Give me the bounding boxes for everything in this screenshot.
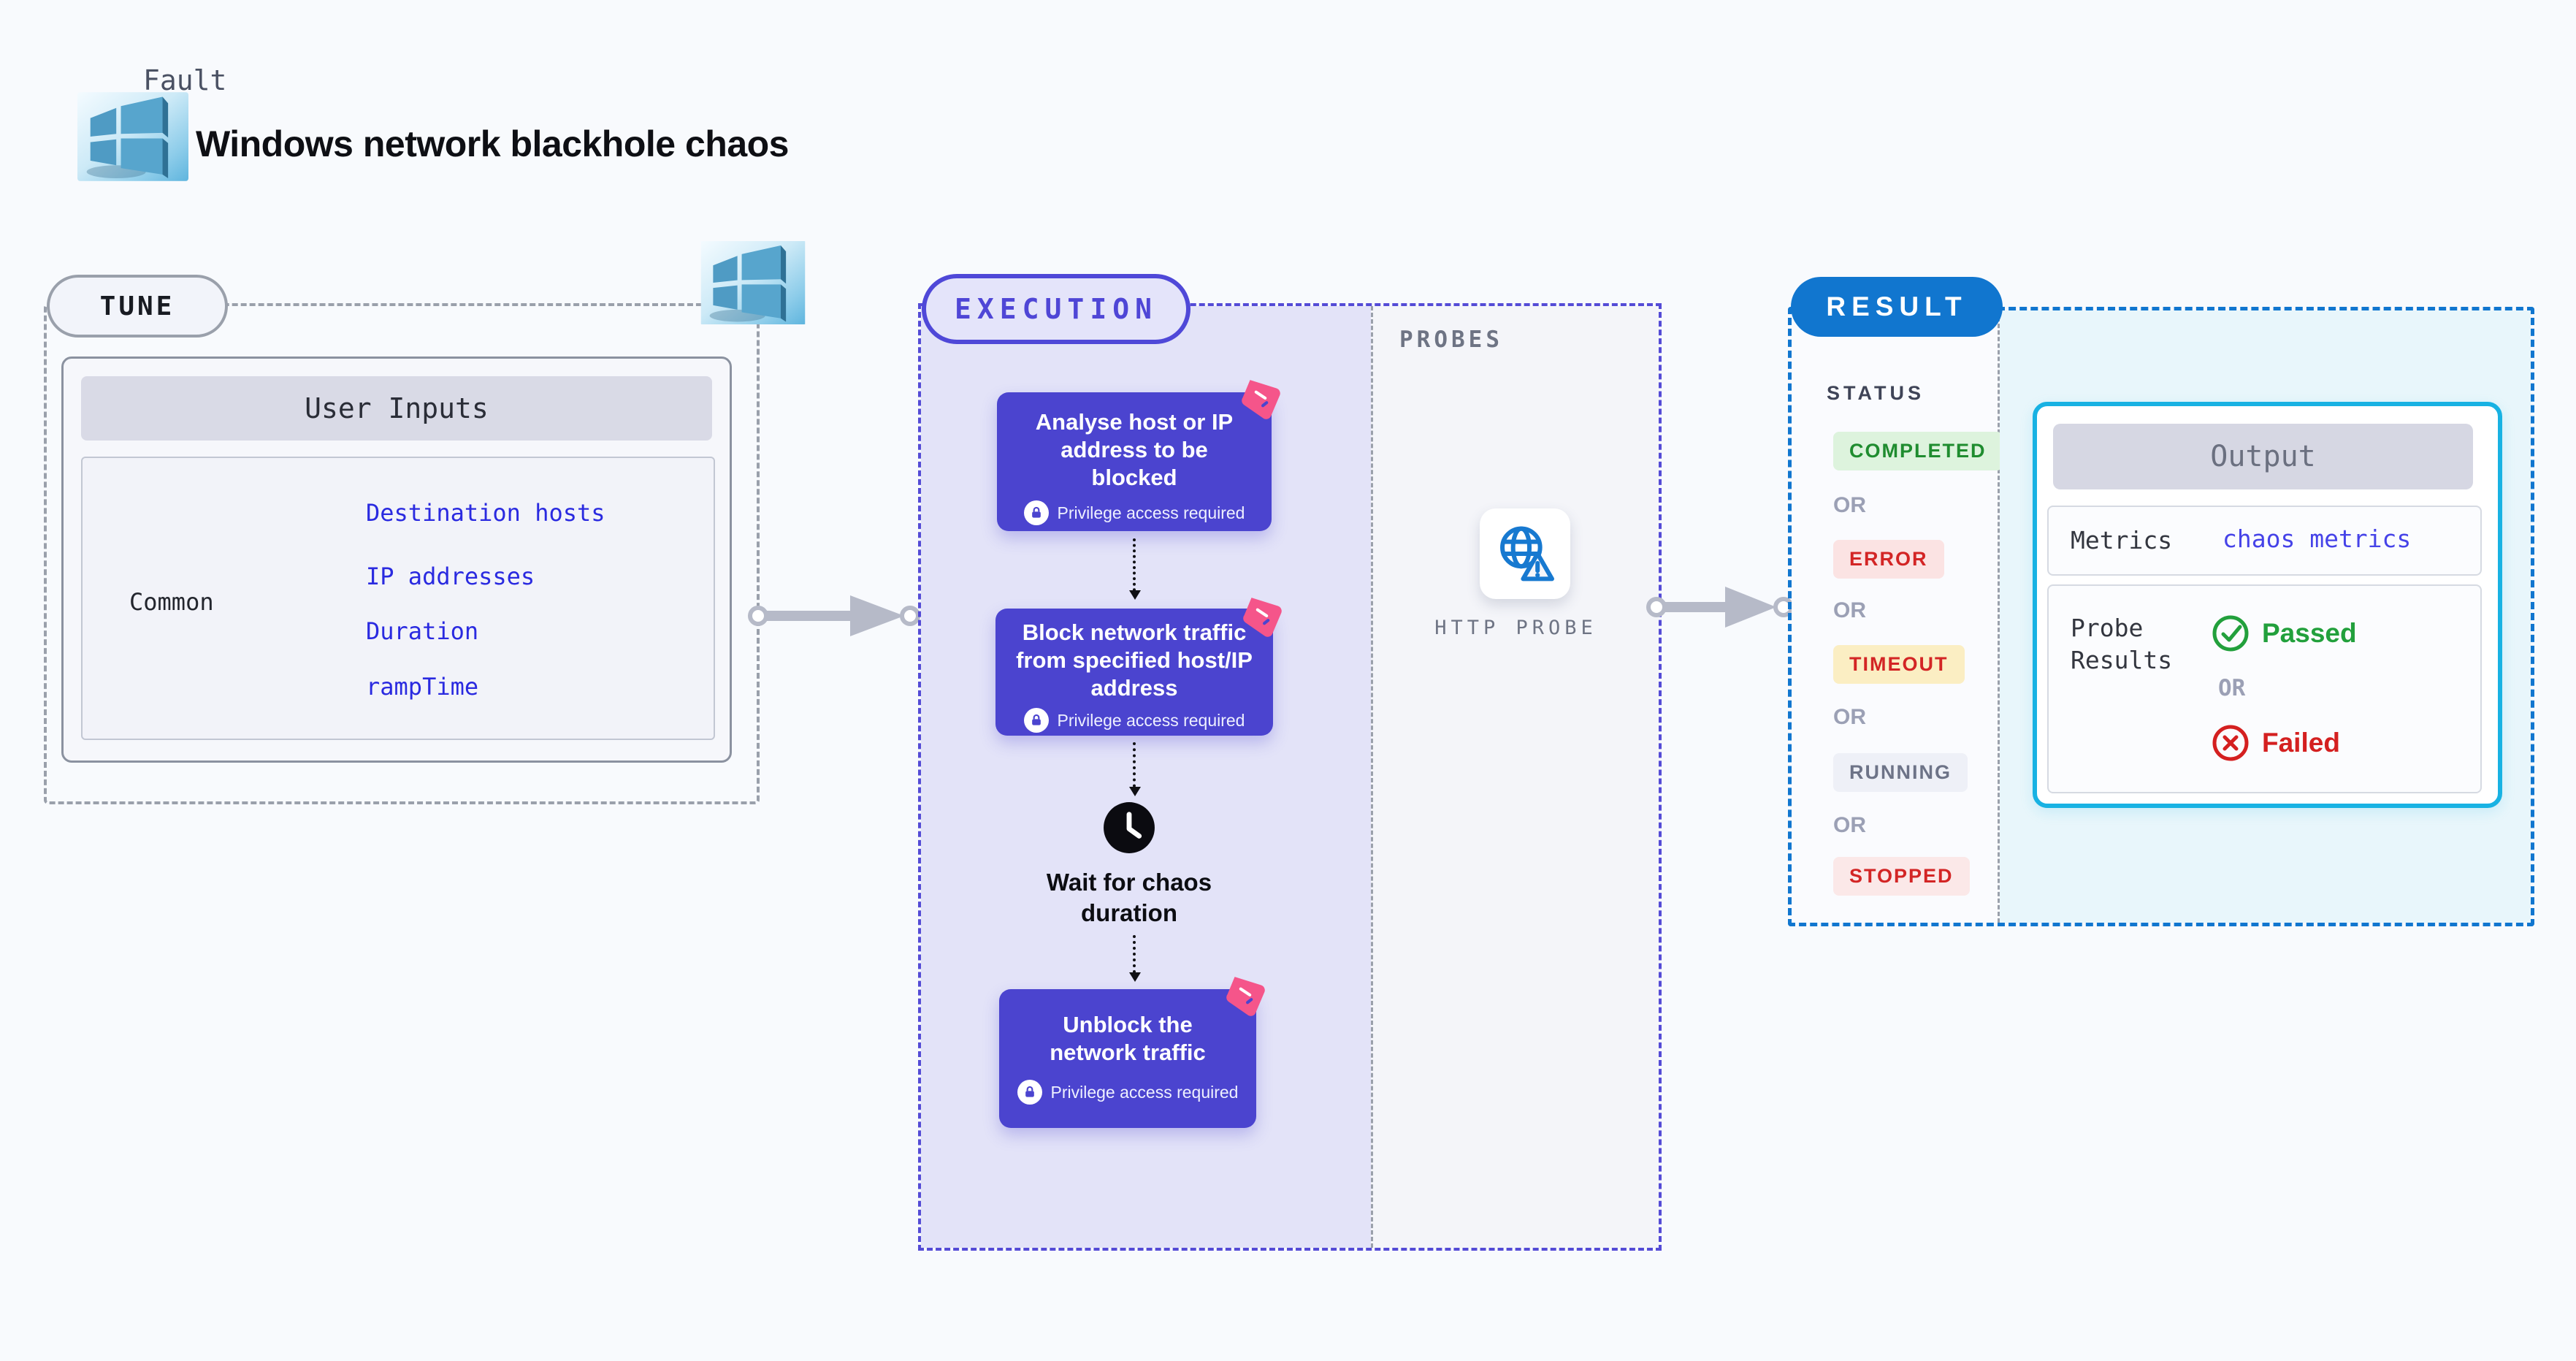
globe-warning-icon: [1500, 526, 1554, 582]
page-title: Windows network blackhole chaos: [196, 123, 790, 164]
x-circle-icon: [2212, 725, 2249, 761]
pink-ribbon-icon: [1243, 598, 1282, 637]
step-block-traffic[interactable]: Block network traffic from specified hos…: [995, 598, 1282, 736]
wait-step: Wait for chaos duration: [1038, 800, 1220, 929]
status-badge-stopped: STOPPED: [1833, 857, 1970, 896]
privilege-note: Privilege access required: [1057, 503, 1245, 522]
step-unblock-traffic[interactable]: Unblock the network traffic Privilege ac…: [999, 977, 1265, 1128]
http-probe-card[interactable]: [1480, 508, 1570, 599]
user-inputs-header-label: User Inputs: [305, 392, 489, 424]
flow-arrow-1: [1129, 538, 1141, 600]
clock-icon: [1104, 802, 1155, 853]
privilege-note: Privilege access required: [1057, 710, 1245, 730]
probes-heading: PROBES: [1399, 327, 1503, 353]
tune-pill: TUNE: [47, 275, 228, 338]
status-panel: STATUS COMPLETED OR ERROR OR TIMEOUT OR …: [1792, 310, 2003, 923]
tune-section: [44, 303, 760, 804]
step-title: Analyse host or IP address to be blocked: [1035, 409, 1234, 490]
metrics-row: Metrics chaos metrics: [2047, 506, 2482, 576]
result-pill-label: RESULT: [1826, 291, 1968, 321]
input-link-ip-addresses[interactable]: IP addresses: [366, 563, 535, 590]
lock-icon: [1023, 708, 1049, 733]
step-title: Block network traffic from specified hos…: [1016, 619, 1253, 701]
flow-arrow-3: [1129, 935, 1141, 982]
chaos-metrics-link[interactable]: chaos metrics: [2223, 525, 2412, 553]
status-badge-timeout: TIMEOUT: [1833, 645, 1965, 684]
probe-results-row: Probe Results Passed OR Failed: [2047, 584, 2482, 793]
result-pill: RESULT: [1791, 277, 2003, 337]
result-section: STATUS COMPLETED OR ERROR OR TIMEOUT OR …: [1788, 307, 2534, 926]
privilege-note: Privilege access required: [1050, 1082, 1239, 1102]
user-inputs-table: Common Destination hosts IP addresses Du…: [81, 457, 715, 740]
wait-step-title: Wait for chaos duration: [1046, 869, 1212, 926]
failed-label: Failed: [2262, 728, 2340, 758]
execution-pill: EXECUTION: [922, 274, 1190, 344]
or-separator: OR: [1833, 813, 1866, 837]
or-separator: OR: [1833, 705, 1866, 729]
step-title: Unblock the network traffic: [1050, 1012, 1206, 1065]
windows-logo: [77, 92, 188, 181]
execution-to-result-arrow: [1646, 587, 1794, 628]
flow-arrow-2: [1129, 742, 1141, 796]
windows-logo-small: [699, 241, 807, 324]
http-probe-label: HTTP PROBE: [1434, 617, 1597, 639]
status-heading: STATUS: [1827, 382, 1925, 404]
lock-icon: [1023, 500, 1049, 525]
lock-icon: [1017, 1080, 1042, 1105]
status-badge-completed: COMPLETED: [1833, 432, 2003, 470]
common-row-label: Common: [129, 588, 214, 616]
input-link-destination-hosts[interactable]: Destination hosts: [366, 499, 605, 527]
fault-kicker: Fault: [143, 64, 227, 96]
status-badge-error: ERROR: [1833, 540, 1944, 579]
input-link-ramptime[interactable]: rampTime: [366, 673, 479, 701]
output-header: Output: [2053, 424, 2473, 489]
step-analyse-host[interactable]: Analyse host or IP address to be blocked…: [997, 380, 1280, 531]
passed-label: Passed: [2262, 618, 2357, 648]
user-inputs-header: User Inputs: [81, 376, 712, 441]
probe-results-label: Probe Results: [2071, 614, 2173, 674]
pink-ribbon-icon: [1242, 380, 1280, 419]
probes-panel: PROBES HTTP PROBE: [1371, 306, 1659, 1248]
input-link-duration[interactable]: Duration: [366, 617, 479, 645]
status-badge-running: RUNNING: [1833, 753, 1968, 792]
user-inputs-card: User Inputs Common Destination hosts IP …: [61, 357, 732, 763]
tune-pill-label: TUNE: [99, 291, 175, 321]
or-separator: OR: [1833, 493, 1866, 517]
check-circle-icon: [2212, 615, 2249, 652]
execution-pill-label: EXECUTION: [955, 293, 1158, 325]
tune-to-execution-arrow: [748, 595, 920, 636]
or-separator: OR: [2218, 675, 2246, 701]
or-separator: OR: [1833, 598, 1866, 622]
pink-ribbon-icon: [1226, 977, 1265, 1016]
metrics-label: Metrics: [2071, 526, 2173, 554]
output-card: Output Metrics chaos metrics Probe Resul…: [2033, 402, 2502, 808]
